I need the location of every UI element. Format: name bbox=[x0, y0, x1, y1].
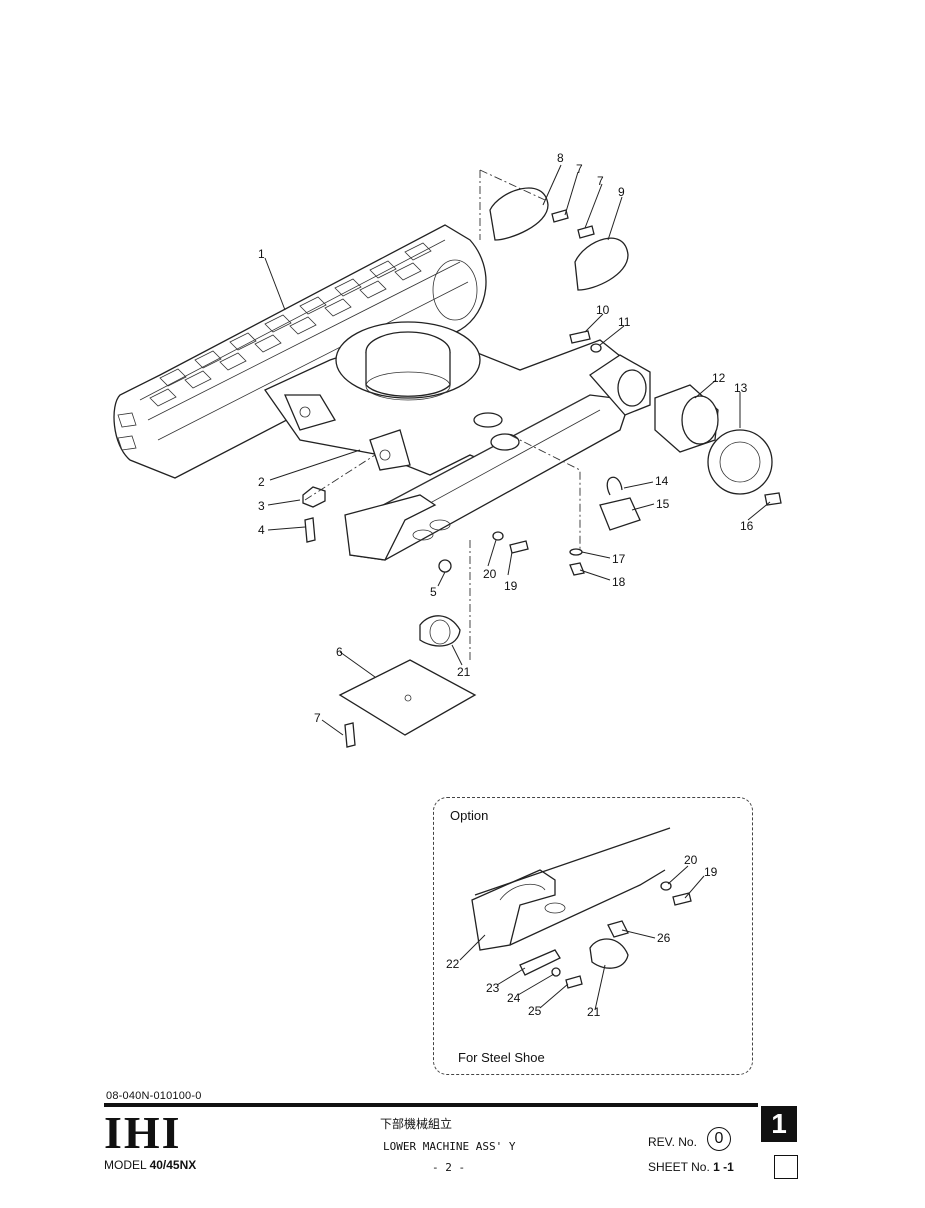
model-value: 40/45NX bbox=[149, 1158, 197, 1172]
option-callout-labels: 20 19 26 22 23 24 25 21 bbox=[446, 853, 718, 1019]
leader-lines bbox=[264, 164, 771, 736]
callout-20: 20 bbox=[483, 567, 497, 581]
callout-6: 6 bbox=[336, 645, 343, 659]
revision-value: 0 bbox=[707, 1127, 731, 1151]
cover-plates bbox=[489, 187, 629, 291]
callout-4: 4 bbox=[258, 523, 265, 537]
option-leader-lines bbox=[459, 865, 705, 1011]
model-label: MODEL 40/45NX bbox=[104, 1158, 196, 1172]
check-box bbox=[774, 1155, 798, 1179]
option-note: For Steel Shoe bbox=[458, 1050, 545, 1065]
drive-parts bbox=[569, 330, 782, 506]
option-callout-24: 24 bbox=[507, 991, 521, 1005]
callout-12: 12 bbox=[712, 371, 726, 385]
option-inset-frame bbox=[433, 797, 753, 1075]
callout-7-cover-b: 7 bbox=[597, 174, 604, 188]
brand-logo: IHI bbox=[104, 1107, 182, 1158]
track-crawler bbox=[113, 224, 487, 479]
callout-18: 18 bbox=[612, 575, 626, 589]
callout-7-plate: 7 bbox=[314, 711, 321, 725]
main-frame bbox=[264, 321, 651, 561]
document-number: 08-040N-010100-0 bbox=[106, 1090, 202, 1102]
callout-8: 8 bbox=[557, 151, 564, 165]
callout-9: 9 bbox=[618, 185, 625, 199]
callout-13: 13 bbox=[734, 381, 748, 395]
model-prefix: MODEL bbox=[104, 1158, 150, 1172]
drawing-title-english: LOWER MACHINE ASS' Y bbox=[383, 1140, 516, 1153]
callout-21: 21 bbox=[457, 665, 471, 679]
sheet-label: SHEET No. 1 -1 bbox=[648, 1160, 734, 1174]
callout-labels: 1 2 3 4 5 6 7 8 7 7 9 10 11 12 13 14 15 … bbox=[258, 151, 754, 725]
callout-19: 19 bbox=[504, 579, 518, 593]
option-title: Option bbox=[450, 808, 489, 823]
drawing-title-japanese: 下部機械組立 bbox=[380, 1117, 453, 1131]
lower-parts bbox=[302, 486, 477, 748]
option-callout-19: 19 bbox=[704, 865, 718, 879]
callout-2: 2 bbox=[258, 475, 265, 489]
center-lines bbox=[304, 169, 581, 660]
callout-3: 3 bbox=[258, 499, 265, 513]
callout-5: 5 bbox=[430, 585, 437, 599]
title-block-rule bbox=[104, 1103, 758, 1107]
option-callout-25: 25 bbox=[528, 1004, 542, 1018]
option-callout-21: 21 bbox=[587, 1005, 601, 1019]
callout-17: 17 bbox=[612, 552, 626, 566]
callout-14: 14 bbox=[655, 474, 669, 488]
callout-11: 11 bbox=[618, 315, 631, 329]
callout-1: 1 bbox=[258, 247, 265, 261]
page-number: - 2 - bbox=[432, 1161, 466, 1174]
callout-10: 10 bbox=[596, 303, 610, 317]
option-inset-drawing bbox=[471, 827, 692, 989]
revision-label: REV. No. bbox=[648, 1135, 697, 1149]
option-callout-23: 23 bbox=[486, 981, 500, 995]
option-callout-26: 26 bbox=[657, 931, 671, 945]
callout-16: 16 bbox=[740, 519, 754, 533]
callout-7-cover-a: 7 bbox=[576, 162, 583, 176]
callout-15: 15 bbox=[656, 497, 670, 511]
small-hardware bbox=[438, 476, 641, 576]
sheet-prefix: SHEET No. bbox=[648, 1160, 714, 1174]
sheet-value: 1 -1 bbox=[713, 1160, 734, 1174]
section-number-badge: 1 bbox=[761, 1106, 797, 1142]
option-callout-20: 20 bbox=[684, 853, 698, 867]
option-callout-22: 22 bbox=[446, 957, 460, 971]
